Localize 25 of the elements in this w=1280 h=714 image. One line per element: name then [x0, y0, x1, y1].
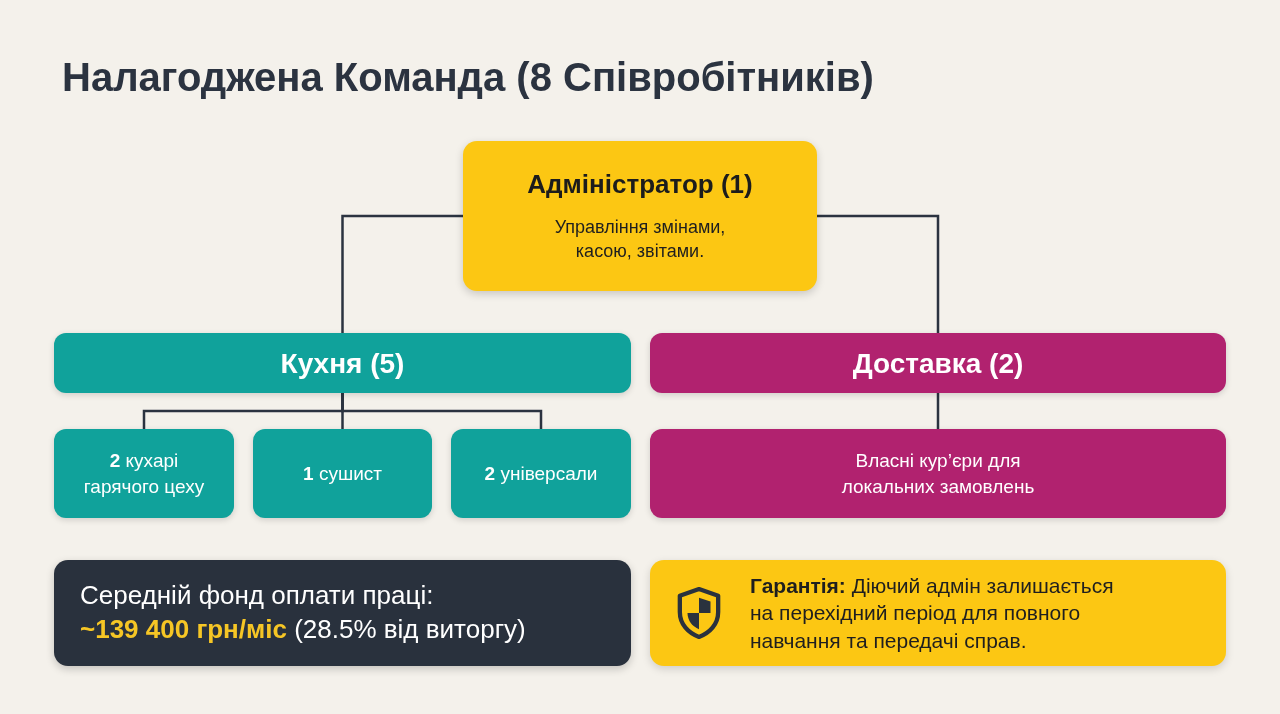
info-panel: [54, 560, 631, 666]
role-label: 2 універсали: [484, 461, 598, 486]
role-description: Управління змінами, касою, звітами.: [553, 215, 727, 264]
guarantee-text: Гарантія: Діючий адмін залишається на перехідний період для повного навчання та передачі справ.: [750, 573, 1115, 654]
role-label: 2 кухарі гарячого цеху: [82, 448, 206, 499]
department-bar: [650, 333, 1226, 393]
role-box: [451, 429, 631, 518]
department-title: Кухня (5): [280, 346, 405, 381]
department-bar: [54, 333, 631, 393]
role-box: [54, 429, 234, 518]
note-panel: [650, 560, 1226, 666]
connector-line: [817, 214, 940, 333]
payroll-label: Середній фонд оплати праці:: [80, 579, 435, 613]
connector-line: [341, 214, 463, 333]
connector-line: [936, 393, 940, 429]
role-label: 1 сушист: [303, 461, 382, 486]
role-box: [253, 429, 432, 518]
department-title: Доставка (2): [852, 346, 1024, 381]
role-label: Власні кур’єри для локальних замовлень: [840, 448, 1036, 499]
payroll-value: ~139 400 грн/міс (28.5% від виторгу): [80, 613, 527, 646]
diagram-title: Налагоджена Команда (8 Співробітників): [62, 54, 874, 101]
role-box: [463, 141, 817, 291]
connector-line: [341, 393, 543, 429]
role-title: Адміністратор (1): [527, 168, 753, 201]
role-box: [650, 429, 1226, 518]
